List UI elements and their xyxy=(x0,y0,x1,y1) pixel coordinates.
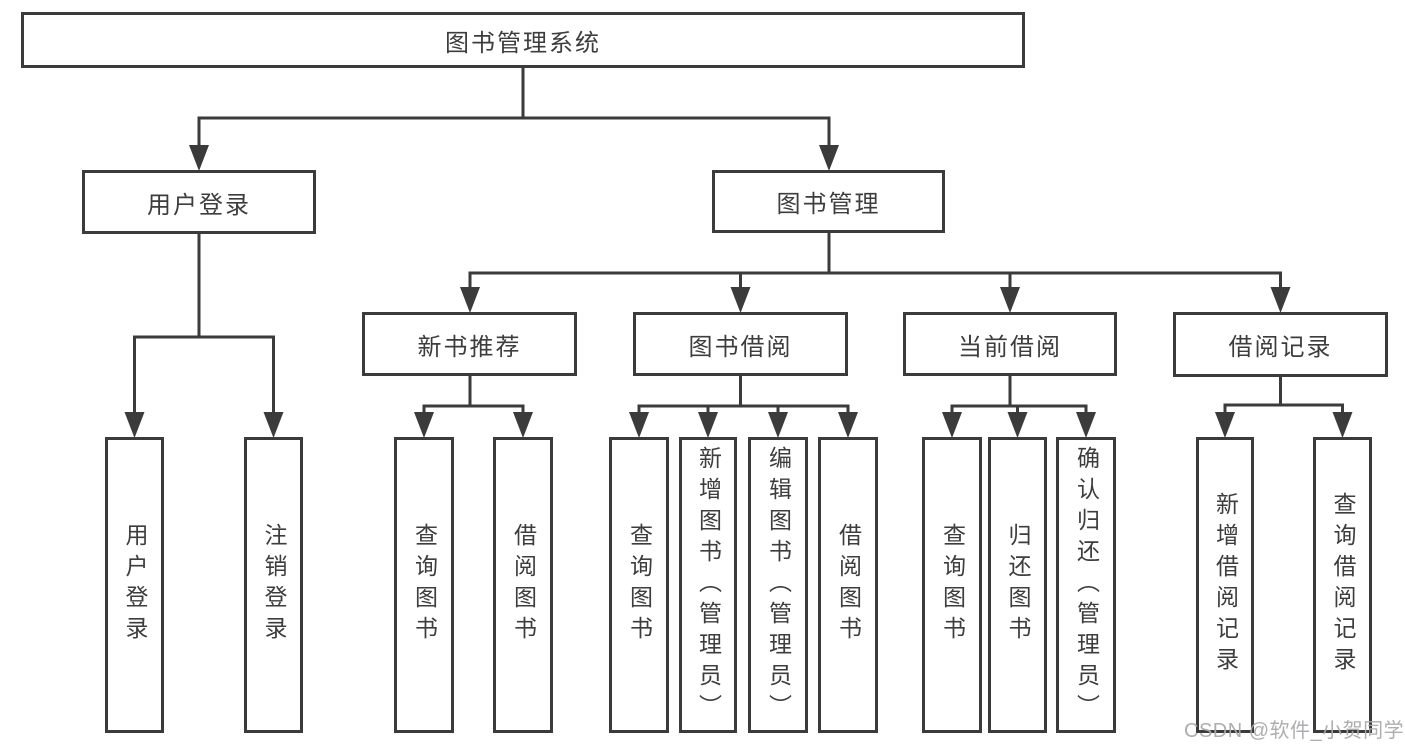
leaf-logout: 注销登录 xyxy=(244,437,303,733)
leaf-query-borrow-record: 查询借阅记录 xyxy=(1313,437,1372,733)
leaf-confirm-return-admin: 确认归还（管理员） xyxy=(1056,437,1116,733)
leaf-query-books-current: 查询图书 xyxy=(922,437,982,733)
node-book-borrowing: 图书借阅 xyxy=(633,312,848,376)
leaf-edit-books-admin: 编辑图书（管理员） xyxy=(748,437,808,733)
node-new-book-recommend: 新书推荐 xyxy=(362,312,577,376)
leaf-query-books-recommend: 查询图书 xyxy=(394,437,454,733)
node-current-borrowing: 当前借阅 xyxy=(903,312,1117,376)
leaf-query-books-borrow: 查询图书 xyxy=(609,437,669,733)
node-library-management-system: 图书管理系统 xyxy=(21,12,1025,68)
leaf-borrow-books-recommend: 借阅图书 xyxy=(493,437,553,733)
node-book-management: 图书管理 xyxy=(712,170,945,233)
node-user-login: 用户登录 xyxy=(82,170,316,234)
node-borrowing-records: 借阅记录 xyxy=(1173,312,1388,377)
leaf-user-login: 用户登录 xyxy=(105,437,164,733)
leaf-add-borrow-record: 新增借阅记录 xyxy=(1196,437,1254,733)
csdn-watermark: CSDN @软件_小贺同学 xyxy=(1184,720,1405,742)
leaf-return-books: 归还图书 xyxy=(988,437,1047,733)
leaf-add-books-admin: 新增图书（管理员） xyxy=(679,437,737,733)
arrowheads xyxy=(124,145,1353,438)
leaf-borrow-books: 借阅图书 xyxy=(818,437,878,733)
